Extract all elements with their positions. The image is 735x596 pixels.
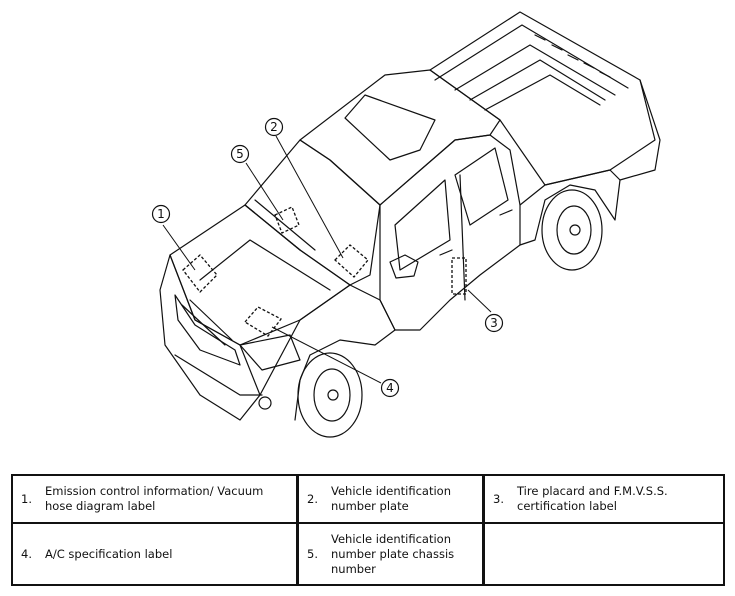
- legend-number: 3.: [493, 491, 504, 506]
- label-location-3: [451, 257, 467, 295]
- rear-door-window: [454, 147, 509, 226]
- headlight: [239, 334, 301, 371]
- callout-1-number: 1: [157, 207, 165, 221]
- legend-number: 4.: [21, 546, 32, 561]
- leader-line-3: [467, 289, 492, 313]
- callout-4-number: 4: [386, 381, 394, 395]
- grille: [174, 294, 241, 366]
- leader-line-2: [275, 135, 344, 259]
- callout-3: 3: [484, 313, 504, 333]
- truck-illustration: 1 2 3 4 5: [151, 11, 661, 438]
- callout-5-number: 5: [236, 147, 244, 161]
- label-location-1: [182, 254, 218, 293]
- fog-light: [258, 396, 272, 410]
- legend-text: Vehicle identification number plate chas…: [331, 531, 455, 576]
- label-location-2: [334, 244, 369, 278]
- legend-number: 5.: [307, 546, 318, 561]
- legend-cell-1: 1. Emission control information/ Vacuum …: [13, 476, 299, 524]
- callout-2: 2: [264, 117, 284, 137]
- truck-line-drawing: 1 2 3 4 5: [151, 11, 661, 438]
- legend-text: A/C specification label: [45, 546, 173, 561]
- callout-5: 5: [230, 144, 250, 164]
- hood: [169, 204, 351, 346]
- leader-line-1: [162, 224, 196, 271]
- callout-2-number: 2: [270, 120, 278, 134]
- side-mirror: [389, 254, 419, 279]
- bumper: [174, 354, 263, 396]
- label-location-4: [244, 306, 282, 337]
- leader-line-5: [245, 162, 284, 221]
- sunroof: [344, 94, 436, 161]
- legend-text: Vehicle identification number plate: [331, 484, 451, 513]
- legend-cell-5: 5. Vehicle identification number plate c…: [299, 524, 485, 584]
- callout-3-number: 3: [490, 316, 498, 330]
- legend-cell-3: 3. Tire placard and F.M.V.S.S. certifica…: [485, 476, 723, 524]
- front-door-window: [394, 179, 451, 271]
- legend-cell-4: 4. A/C specification label: [13, 524, 299, 584]
- legend-table: 1. Emission control information/ Vacuum …: [11, 474, 725, 586]
- legend-cell-2: 2. Vehicle identification number plate: [299, 476, 485, 524]
- windshield: [244, 139, 381, 286]
- rear-fender: [519, 169, 621, 246]
- front-fender: [259, 284, 396, 421]
- front-wheel: [297, 352, 363, 438]
- legend-cell-empty: [485, 524, 723, 584]
- label-location-5: [274, 206, 300, 234]
- truck-bed: [429, 11, 656, 186]
- callout-4: 4: [380, 378, 400, 398]
- wipers: [244, 199, 316, 251]
- legend-number: 2.: [307, 491, 318, 506]
- legend-text: Tire placard and F.M.V.S.S. certificatio…: [517, 484, 668, 513]
- rear-wheel: [541, 189, 603, 271]
- legend-number: 1.: [21, 491, 32, 506]
- leader-line-4: [271, 326, 382, 384]
- tailgate: [619, 79, 661, 181]
- legend-text: Emission control information/ Vacuum hos…: [45, 484, 264, 513]
- callout-1: 1: [151, 204, 171, 224]
